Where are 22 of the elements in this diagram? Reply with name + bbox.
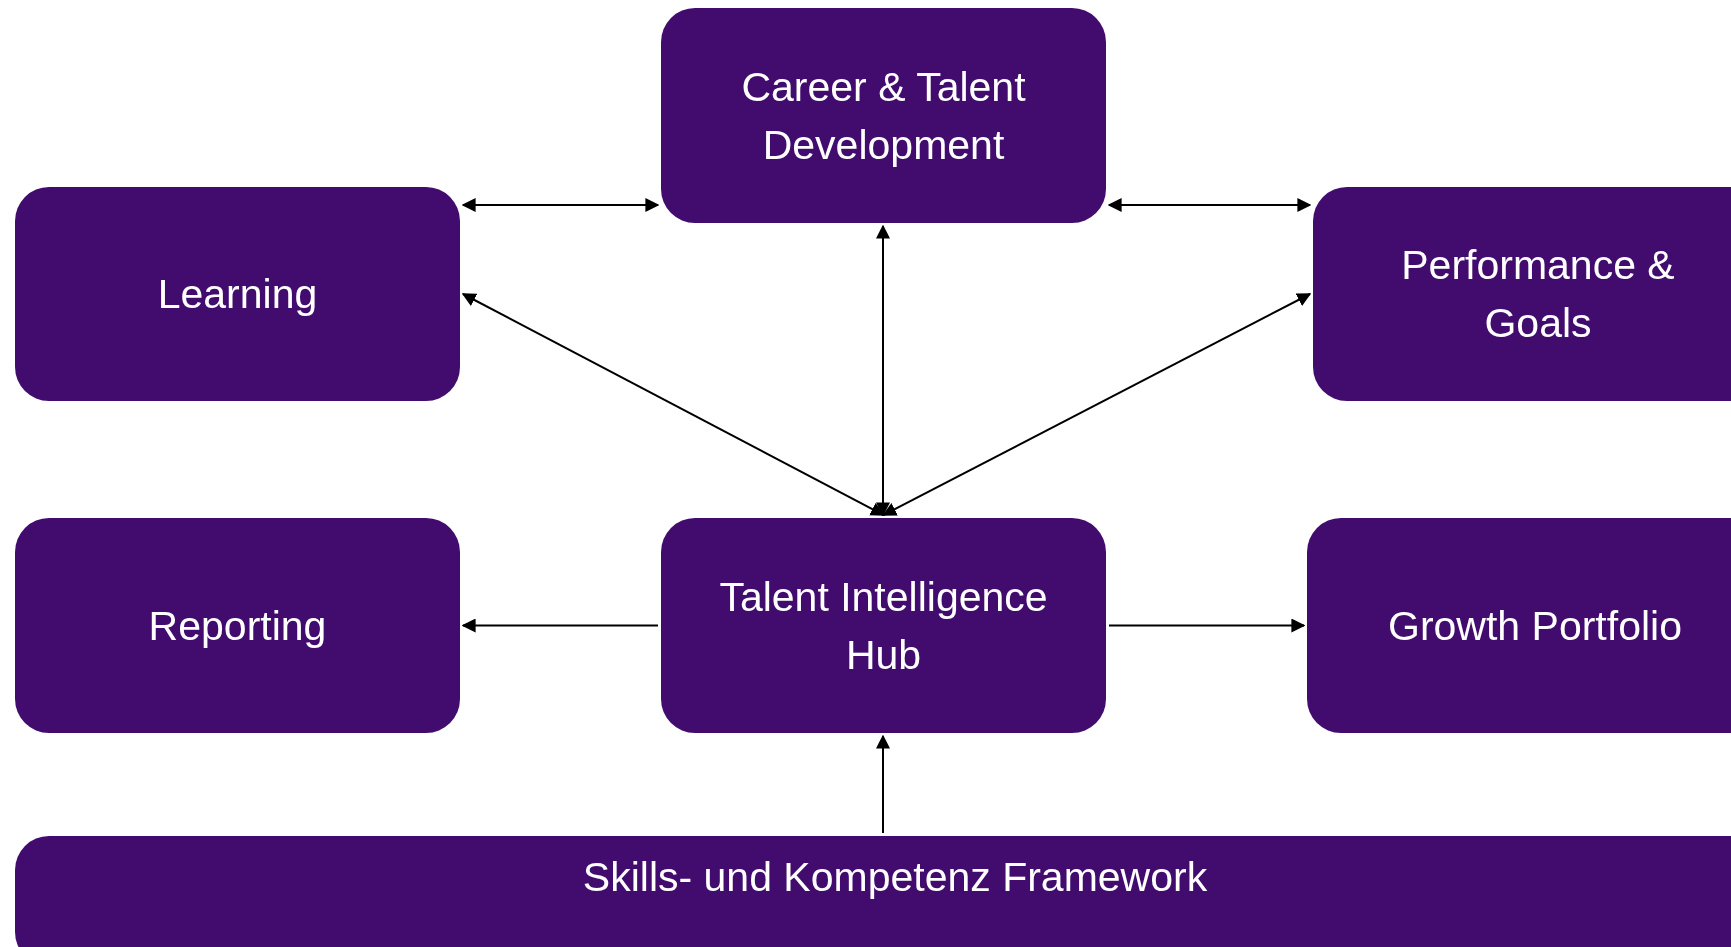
process-box (661, 518, 1106, 733)
process-box (661, 8, 1106, 223)
arrow (461, 618, 659, 633)
process-box (1313, 187, 1731, 401)
arrow (1107, 198, 1312, 212)
box-label: Performance & Goals (1400, 241, 1676, 348)
box-label: Reporting (148, 601, 327, 651)
arrow (1108, 618, 1306, 633)
arrow (876, 734, 890, 834)
process-box (15, 187, 460, 401)
box-label: Growth Portfolio (1388, 601, 1682, 651)
process-box (15, 518, 460, 733)
arrow (876, 224, 890, 517)
process-box (15, 836, 1731, 947)
arrow (882, 293, 1312, 516)
arrow (461, 293, 885, 516)
box-label: Skills- und Kompetenz Framework (582, 853, 1208, 902)
box-label: Learning (157, 270, 318, 319)
process-box (1307, 518, 1731, 733)
arrow (461, 198, 660, 212)
box-label: Career & Talent Development (740, 62, 1027, 170)
box-label: Talent Intelligence Hub (718, 572, 1049, 680)
